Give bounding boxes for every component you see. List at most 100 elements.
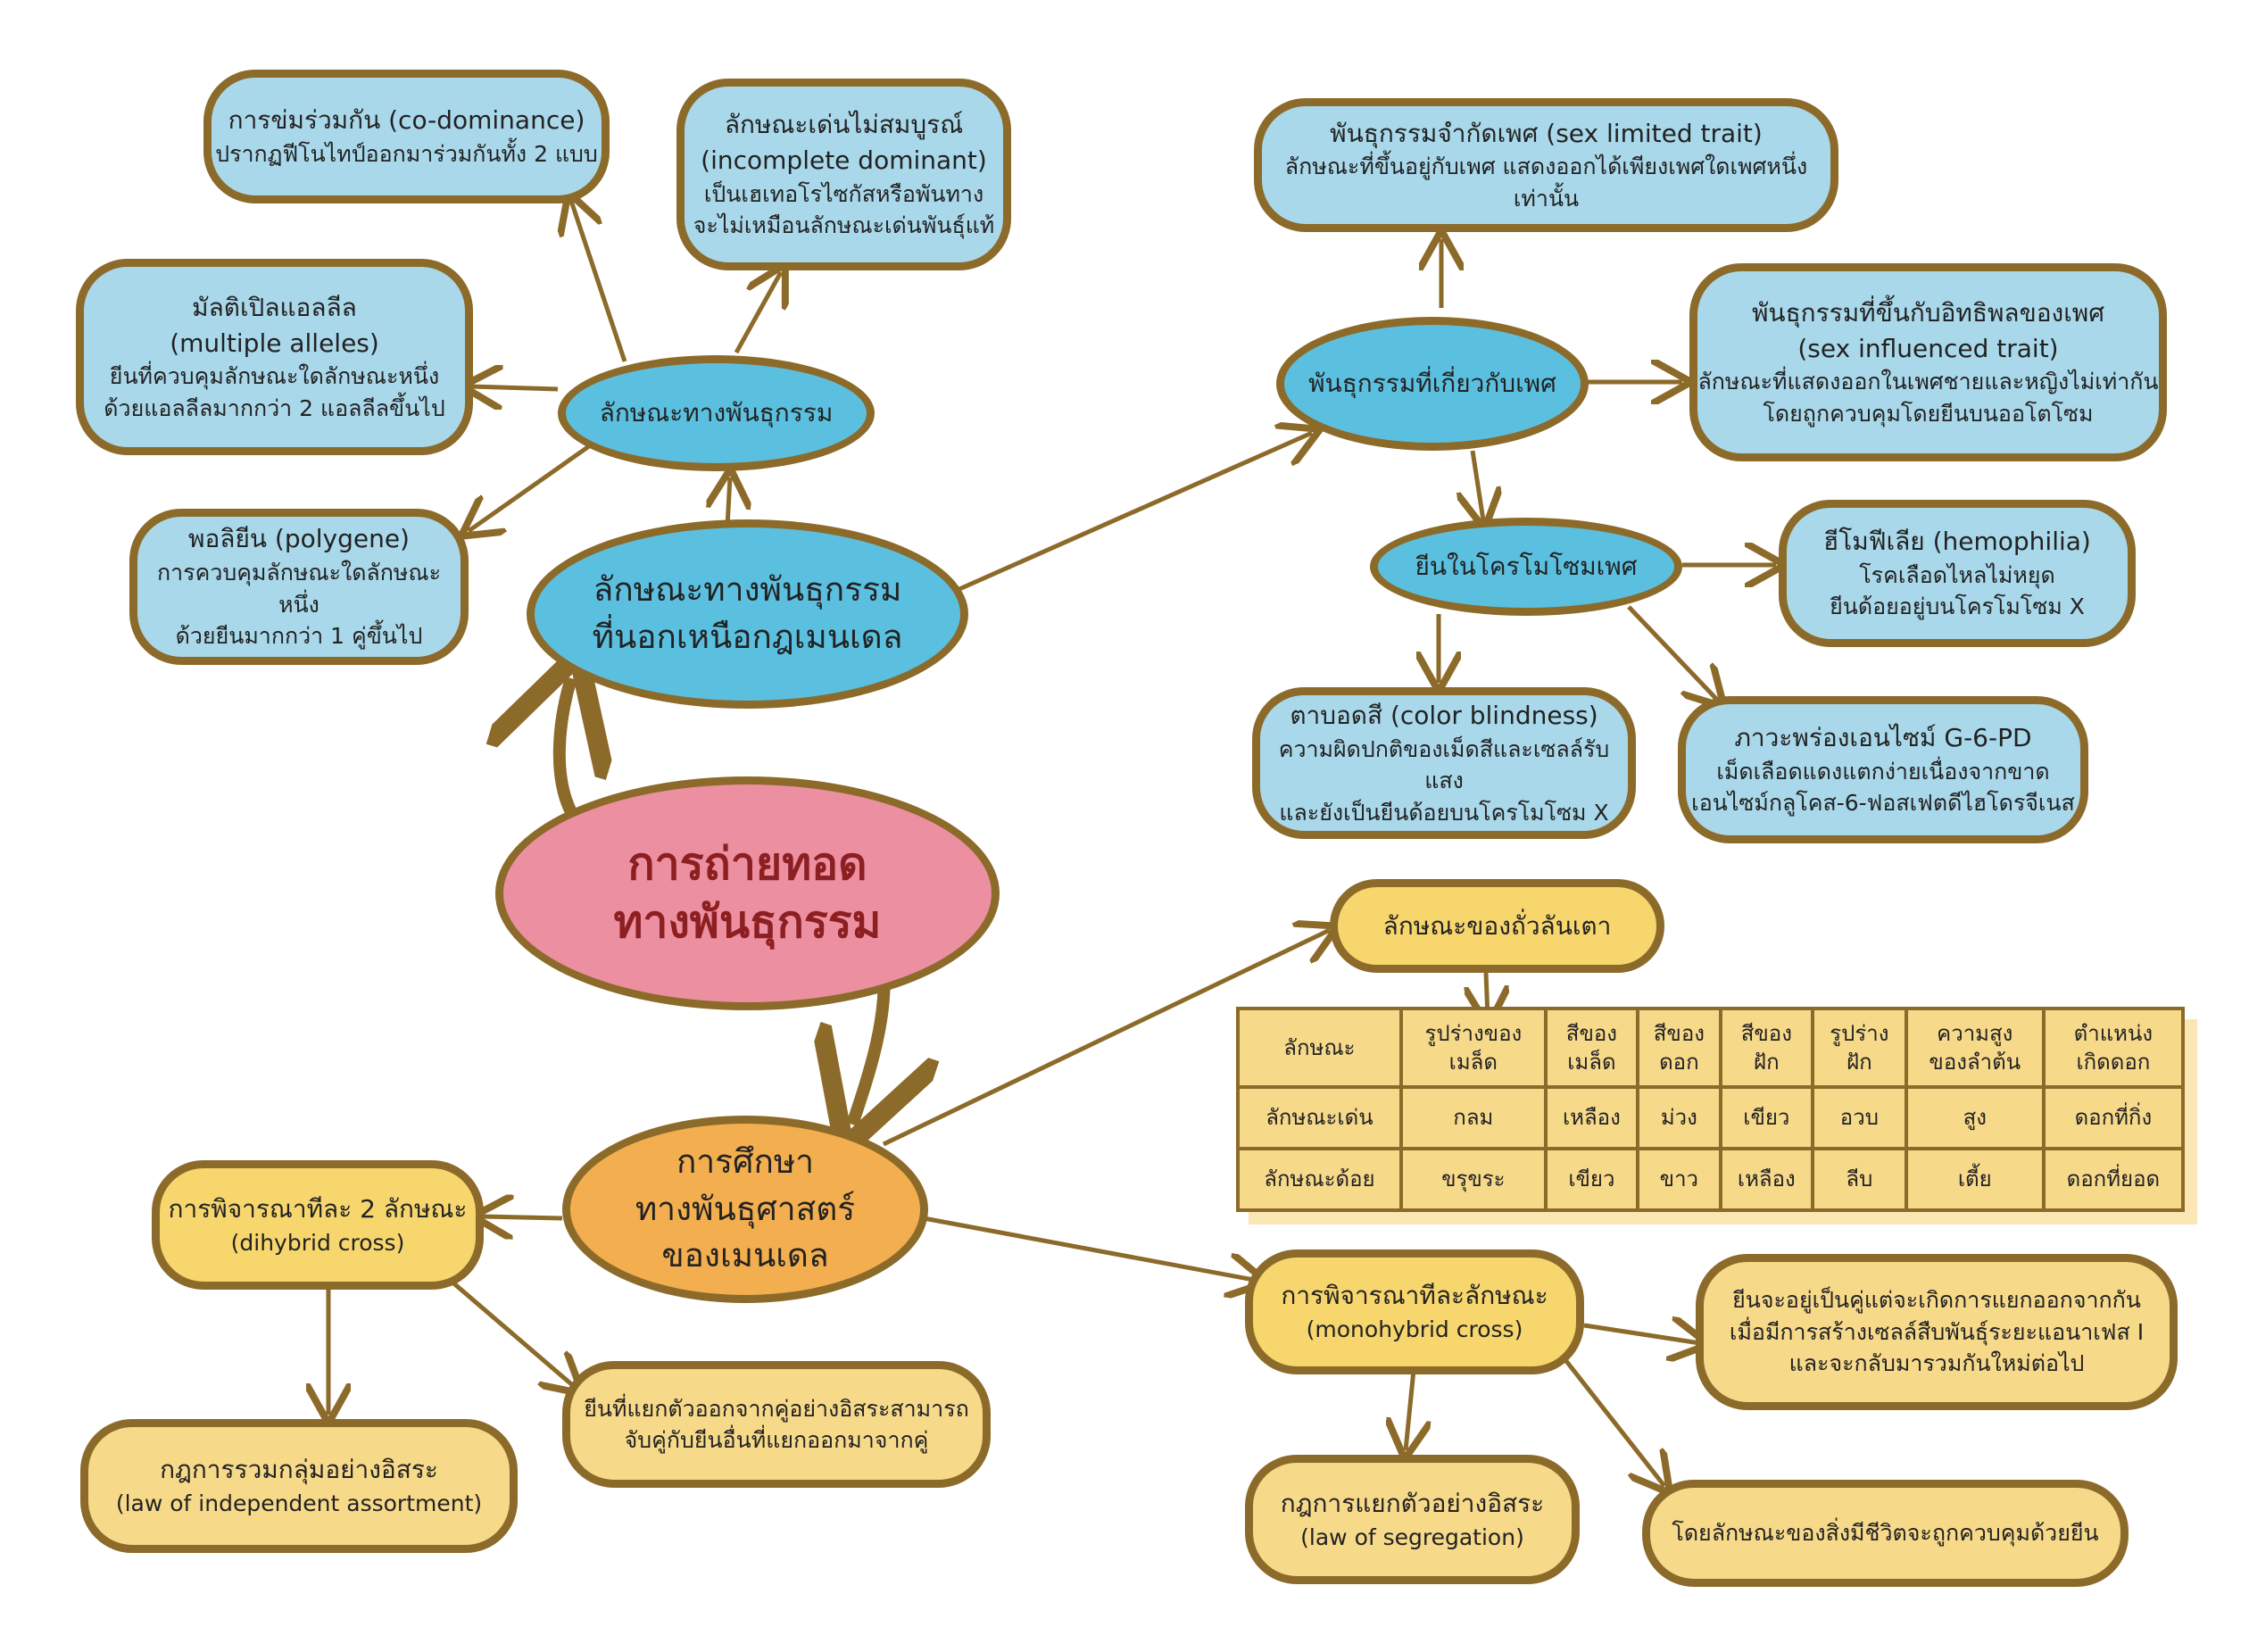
multiple-line4: ด้วยแอลลีลมากกว่า 2 แอลลีลขึ้นไป	[104, 394, 445, 421]
arrow-to-sex-hub	[958, 433, 1312, 592]
pea-table-cell: ลักษณะด้อย	[1236, 1147, 1403, 1212]
dihybrid-line2: (dihybrid cross)	[230, 1229, 405, 1256]
arrow-to-polygene	[469, 444, 591, 531]
incomplete-dominant-node: ลักษณะเด่นไม่สมบูรณ์ (incomplete dominan…	[676, 79, 1011, 270]
pea-table-cell: ขรุขระ	[1398, 1147, 1548, 1212]
g6pd-node: ภาวะพร่องเอนไซม์ G-6-PD เม็ดเลือดแดงแตกง…	[1678, 696, 2088, 843]
independent-desc-line2: จับคู่กับยีนอื่นที่แยกออกมาจากคู่	[624, 1427, 929, 1453]
arrow-to-monohybrid	[923, 1216, 1258, 1281]
independent-assortment-node: กฎการรวมกลุ่มอย่างอิสระ (law of independ…	[80, 1419, 518, 1553]
gene-control-label: โดยลักษณะของสิ่งมีชีวิตจะถูกควบคุมด้วยยี…	[1672, 1520, 2099, 1547]
arrow-to-dihybrid	[482, 1216, 563, 1218]
pea-table-cell: ลักษณะเด่น	[1236, 1085, 1403, 1150]
monohybrid-node: การพิจารณาทีละลักษณะ (monohybrid cross)	[1245, 1249, 1584, 1374]
pea-traits-table: ลักษณะรูปร่างของเมล็ดสีของเมล็ดสีของดอกส…	[1236, 1007, 2186, 1212]
mendel-hub-line1: การศึกษา	[676, 1142, 815, 1182]
gene-control-node: โดยลักษณะของสิ่งมีชีวิตจะถูกควบคุมด้วยยี…	[1642, 1480, 2129, 1587]
codominance-line1: การข่มร่วมกัน (co-dominance)	[228, 105, 585, 136]
arrow-to-independent-desc	[449, 1279, 576, 1388]
pea-table-cell: สูง	[1904, 1085, 2046, 1150]
separation-desc-line3: และจะกลับมารวมกันใหม่ต่อไป	[1788, 1350, 2085, 1377]
center-title-line2: ทางพันธุกรรม	[613, 896, 882, 948]
separation-desc-line2: เมื่อมีการสร้างเซลล์สืบพันธุ์ระยะแอนาเฟส…	[1729, 1318, 2145, 1345]
sex-chromosome-label: ยีนในโครโมโซมเพศ	[1415, 552, 1638, 582]
segregation-line1: กฎการแยกตัวอย่างอิสระ	[1280, 1488, 1545, 1518]
independent-desc-line1: ยีนที่แยกตัวออกจากคู่อย่างอิสระสามารถ	[584, 1395, 969, 1422]
polygene-line2: การควบคุมลักษณะใดลักษณะหนึ่ง	[157, 560, 441, 618]
hemophilia-line3: ยีนด้อยอยู่บนโครโมโซม X	[1830, 594, 2085, 620]
g6pd-line2: เม็ดเลือดแดงแตกง่ายเนื่องจากขาด	[1716, 758, 2050, 784]
non-mendel-title-line1: ลักษณะทางพันธุกรรม	[593, 570, 902, 610]
mendel-hub-line2: ทางพันธุศาสตร์	[635, 1189, 856, 1228]
incomplete-line1: ลักษณะเด่นไม่สมบูรณ์	[724, 110, 964, 140]
sex-hub-label: พันธุกรรมที่เกี่ยวกับเพศ	[1308, 369, 1556, 399]
arrow-to-codominance	[571, 201, 627, 362]
multiple-line3: ยีนที่ควบคุมลักษณะใดลักษณะหนึ่ง	[109, 363, 440, 390]
pea-traits-node: ลักษณะของถั่วลันเตา	[1330, 879, 1664, 973]
hemophilia-node: ฮีโมฟีเลีย (hemophilia) โรคเลือดไหลไม่หย…	[1779, 500, 2136, 647]
colorblind-line1: ตาบอดสี (color blindness)	[1290, 700, 1598, 730]
center-title-line1: การถ่ายทอด	[627, 838, 867, 890]
multiple-line1: มัลติเปิลแอลลีล	[192, 292, 357, 322]
multiple-alleles-node: มัลติเปิลแอลลีล (multiple alleles) ยีนที…	[76, 259, 473, 455]
monohybrid-line2: (monohybrid cross)	[1306, 1316, 1523, 1343]
hemophilia-line2: โรคเลือดไหลไม่หยุด	[1859, 561, 2055, 588]
monohybrid-line1: การพิจารณาทีละลักษณะ	[1281, 1281, 1548, 1311]
pea-table-cell: ลีบ	[1810, 1147, 1908, 1212]
pea-table-cell: ดอกที่ยอด	[2041, 1147, 2186, 1212]
independent-line2: (law of independent assortment)	[115, 1490, 483, 1517]
separation-desc-node: ยีนจะอยู่เป็นคู่แต่จะเกิดการแยกออกจากกัน…	[1696, 1254, 2178, 1410]
arrow-to-g6pd	[1627, 605, 1718, 701]
non-mendel-title-line2: ที่นอกเหนือกฎเมนเดล	[592, 618, 903, 656]
arrow-to-separation-desc	[1583, 1325, 1700, 1343]
codominance-node: การข่มร่วมกัน (co-dominance) ปรากฏฟีโนไท…	[203, 70, 610, 203]
incomplete-line4: จะไม่เหมือนลักษณะเด่นพันธุ์แท้	[693, 212, 995, 239]
genetic-traits-node: ลักษณะทางพันธุกรรม	[558, 355, 875, 471]
colorblind-line2: ความผิดปกติของเม็ดสีและเซลล์รับแสง	[1278, 735, 1610, 794]
arrow-to-segregation	[1406, 1360, 1415, 1450]
pea-table-cell: ดอกที่กิ่ง	[2041, 1085, 2186, 1150]
genetic-traits-label: ลักษณะทางพันธุกรรม	[599, 398, 834, 428]
independent-desc-node: ยีนที่แยกตัวออกจากคู่อย่างอิสระสามารถ จั…	[562, 1361, 991, 1488]
arrow-to-genetic-traits	[727, 477, 730, 527]
polygene-node: พอลิยีน (polygene) การควบคุมลักษณะใดลักษ…	[129, 509, 469, 665]
pea-table-cell: สีของเมล็ด	[1543, 1007, 1639, 1089]
pea-table-cell: เตี้ย	[1904, 1147, 2046, 1212]
sex-influenced-line3: ลักษณะที่แสดงออกในเพศชายและหญิงไม่เท่ากั…	[1697, 369, 2159, 395]
incomplete-line2: (incomplete dominant)	[701, 145, 987, 175]
polygene-line1: พอลิยีน (polygene)	[188, 524, 410, 554]
pea-table-body: ลักษณะรูปร่างของเมล็ดสีของเมล็ดสีของดอกส…	[1236, 1007, 2186, 1212]
g6pd-line1: ภาวะพร่องเอนไซม์ G-6-PD	[1734, 723, 2032, 753]
sex-influenced-node: พันธุกรรมที่ขึ้นกับอิทธิพลของเพศ (sex in…	[1689, 263, 2167, 461]
colorblind-line3: และยังเป็นยีนด้อยบนโครโมโซม X	[1279, 799, 1609, 826]
pea-table-cell: กลม	[1398, 1085, 1548, 1150]
arrow-to-control	[1564, 1359, 1664, 1486]
pea-table-cell: ความสูงของลำต้น	[1904, 1007, 2046, 1089]
arrow-to-incomplete	[734, 272, 781, 354]
sex-limited-node: พันธุกรรมจำกัดเพศ (sex limited trait) ลั…	[1254, 98, 1838, 232]
mendel-hub-line3: ของเมนเดล	[661, 1236, 829, 1275]
pea-table-cell: ตำแหน่งเกิดดอก	[2041, 1007, 2186, 1089]
dihybrid-node: การพิจารณาทีละ 2 ลักษณะ (dihybrid cross)	[152, 1160, 484, 1290]
pea-table-row-recessive: ลักษณะด้อยขรุขระเขียวขาวเหลืองลีบเตี้ยดอ…	[1236, 1147, 2186, 1212]
segregation-line2: (law of segregation)	[1300, 1523, 1524, 1550]
non-mendel-hub: ลักษณะทางพันธุกรรม ที่นอกเหนือกฎเมนเดล	[527, 519, 968, 709]
independent-line1: กฎการรวมกลุ่มอย่างอิสระ	[160, 1455, 438, 1485]
dihybrid-line1: การพิจารณาทีละ 2 ลักษณะ	[168, 1193, 468, 1224]
pea-table-cell: เหลือง	[1543, 1085, 1639, 1150]
arrow-center-to-nonmendel	[560, 678, 571, 816]
pea-table-cell: เขียว	[1718, 1085, 1814, 1150]
arrow-to-multiple	[471, 386, 559, 389]
pea-table-cell: สีของฝัก	[1718, 1007, 1814, 1089]
pea-table-cell: เขียว	[1543, 1147, 1639, 1212]
pea-table-row-header: ลักษณะรูปร่างของเมล็ดสีของเมล็ดสีของดอกส…	[1236, 1007, 2186, 1089]
law-of-segregation-node: กฎการแยกตัวอย่างอิสระ (law of segregatio…	[1245, 1455, 1580, 1584]
center-topic: การถ่ายทอด ทางพันธุกรรม	[495, 776, 1000, 1010]
mendel-hub: การศึกษา ทางพันธุศาสตร์ ของเมนเดล	[562, 1116, 928, 1303]
pea-table-cell: อวบ	[1810, 1085, 1908, 1150]
codominance-line2: ปรากฏฟีโนไทป์ออกมาร่วมกันทั้ง 2 แบบ	[215, 141, 598, 168]
pea-table-cell: สีของดอก	[1635, 1007, 1722, 1089]
incomplete-line3: เป็นเฮเทอโรไซกัสหรือพันทาง	[703, 180, 984, 207]
sex-influenced-line1: พันธุกรรมที่ขึ้นกับอิทธิพลของเพศ	[1751, 297, 2105, 328]
polygene-line3: ด้วยยีนมากกว่า 1 คู่ขึ้นไป	[175, 623, 423, 650]
